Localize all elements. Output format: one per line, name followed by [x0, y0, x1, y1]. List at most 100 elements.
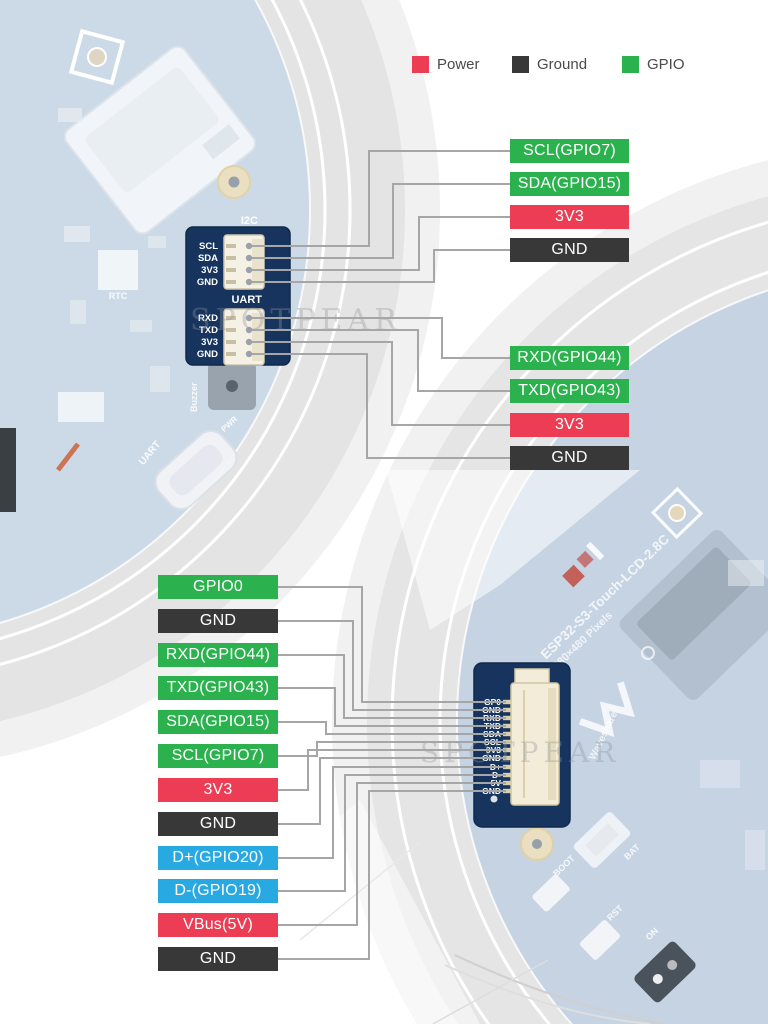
- mounting-hole: [520, 827, 554, 861]
- rtc-label: RTC: [109, 291, 128, 301]
- buzzer: [208, 362, 256, 410]
- rtc-chip: [98, 250, 138, 290]
- board-pin-text: RXD: [198, 313, 218, 324]
- pad: [64, 226, 90, 242]
- wire-rxd: [252, 317, 510, 359]
- bottom-board: ESP32-S3-Touch-LCD-2.8C 480×480 Pixels W…: [299, 160, 768, 1024]
- fpc-connector: [490, 668, 560, 806]
- wire-3v3: [252, 216, 510, 271]
- legend-power-label: Power: [437, 56, 480, 73]
- glass-crease-line: [432, 959, 549, 1024]
- pin-label-rxd-gpio44: RXD(GPIO44): [510, 346, 629, 370]
- power-switch: [634, 941, 696, 1003]
- pin-label-gnd: GND: [158, 947, 278, 971]
- glass-reflection: [310, 800, 480, 1024]
- pin-label-gpio0: GPIO0: [158, 575, 278, 599]
- pin-label-txd-gpio43: TXD(GPIO43): [510, 379, 629, 403]
- pad: [58, 108, 82, 122]
- wire-lines: [252, 150, 510, 960]
- glass-edge-line: [454, 954, 666, 1024]
- glass-crease-line: [299, 841, 421, 941]
- pin-label-txd-gpio43: TXD(GPIO43): [158, 676, 278, 700]
- small-red-components: [562, 541, 605, 588]
- glass-reflection: [386, 470, 640, 630]
- watermark-text: SPOTPEAR: [190, 303, 402, 338]
- registered-mark-icon: [641, 646, 655, 660]
- wire-gpio0: [278, 586, 506, 703]
- wire-dplus: [278, 766, 506, 859]
- pin-label-dminus-gpio19: D-(GPIO19): [158, 879, 278, 903]
- uart-connector: [223, 308, 265, 366]
- watermark: SPOTPEAR SPOTPEAR: [190, 303, 620, 769]
- pin-label-dplus-gpio20: D+(GPIO20): [158, 846, 278, 870]
- board-pin-text: SDA: [198, 253, 218, 264]
- wire-sda: [278, 721, 506, 735]
- sd-card-slot: [63, 45, 257, 235]
- pad: [745, 830, 765, 870]
- pad: [728, 560, 764, 586]
- wire-3v3: [278, 749, 506, 791]
- orange-trace: [56, 442, 80, 472]
- wire-vbus: [278, 782, 506, 926]
- wire-gnd: [278, 790, 506, 960]
- wire-rxd: [278, 654, 506, 719]
- pin-label-scl-gpio7: SCL(GPIO7): [158, 744, 278, 768]
- board-pin-text: TXD: [199, 325, 218, 336]
- battery-connector: [573, 812, 631, 868]
- legend-gpio-swatch: [622, 56, 639, 73]
- legend-item-power: Power: [412, 56, 480, 73]
- wire-txd: [252, 329, 510, 392]
- pin-label-gnd: GND: [510, 446, 629, 470]
- watermark-text: SPOTPEAR: [420, 736, 620, 769]
- wire-3v3: [252, 341, 510, 426]
- legend-item-gpio: GPIO: [622, 56, 685, 73]
- panel-dot: [490, 795, 498, 803]
- dark-edge-component: [0, 428, 16, 512]
- wire-scl: [252, 150, 510, 247]
- antenna-connector-icon: [650, 486, 704, 540]
- legend-power-swatch: [412, 56, 429, 73]
- wire-dminus: [278, 774, 506, 892]
- wire-gnd: [278, 757, 506, 825]
- legend-item-ground: Ground: [512, 56, 587, 73]
- pad: [130, 320, 152, 332]
- board-pin-text: 3V3: [201, 265, 218, 276]
- buzzer-label: Buzzer: [189, 382, 199, 412]
- pad: [70, 300, 86, 324]
- antenna-connector-icon: [68, 28, 126, 86]
- pin-label-scl-gpio7: SCL(GPIO7): [510, 139, 629, 163]
- board-pin-text: GND: [197, 277, 218, 288]
- wire-gnd: [278, 620, 506, 711]
- board-pin-text: 3V3: [201, 337, 218, 348]
- board-pin-text: SCL: [199, 241, 218, 252]
- pad: [148, 236, 166, 248]
- boot-button: [532, 874, 570, 912]
- wire-sda: [252, 183, 510, 259]
- pad: [150, 366, 170, 392]
- i2c-port-label: I2C: [241, 215, 258, 227]
- mounting-hole: [217, 165, 251, 199]
- side-connector: [58, 392, 104, 422]
- wire-txd: [278, 687, 506, 727]
- waveshare-logo: [578, 681, 635, 738]
- pin-label-rxd-gpio44: RXD(GPIO44): [158, 643, 278, 667]
- usb-c-connector: [154, 429, 238, 511]
- pad: [700, 760, 740, 788]
- pin-label-gnd: GND: [510, 238, 629, 262]
- pin-label-gnd: GND: [158, 609, 278, 633]
- reset-button: [579, 920, 621, 960]
- pin-label-3v3: 3V3: [510, 413, 629, 437]
- glass-edge-line: [444, 964, 651, 1024]
- pin-label-sda-gpio15: SDA(GPIO15): [158, 710, 278, 734]
- top-board: RTC Buzzer UART PWR: [0, 0, 440, 757]
- pin-label-gnd: GND: [158, 812, 278, 836]
- pin-label-3v3: 3V3: [158, 778, 278, 802]
- i2c-connector: [223, 234, 265, 290]
- wire-gnd: [252, 353, 510, 459]
- legend-gpio-label: GPIO: [647, 56, 685, 73]
- board-pin-text: GND: [197, 349, 218, 360]
- pin-label-sda-gpio15: SDA(GPIO15): [510, 172, 629, 196]
- legend-ground-swatch: [512, 56, 529, 73]
